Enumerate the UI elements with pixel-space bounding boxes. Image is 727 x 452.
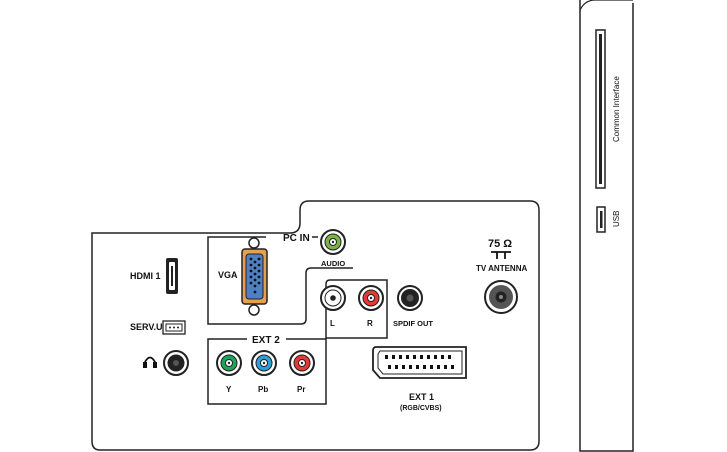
ext2-group-box [207,338,327,405]
audio-l-jack[interactable] [320,285,346,311]
component-y-jack[interactable] [216,350,242,376]
headphone-icon [143,356,157,368]
side-panel-outline [579,0,634,452]
pc-audio-jack[interactable] [320,229,346,255]
l-label: L [330,319,335,328]
ext1-sub-label: (RGB/CVBS) [400,405,442,412]
spdif-out-jack[interactable] [397,285,423,311]
back-panel-outline [91,200,540,451]
headphone-jack[interactable] [163,350,189,376]
vga-label: VGA [218,270,238,280]
y-label: Y [226,385,232,394]
ext2-label: EXT 2 [252,335,280,346]
ext1-label: EXT 1 [409,392,434,402]
component-pr-jack[interactable] [289,350,315,376]
hdmi1-label: HDMI 1 [130,271,161,281]
pc-in-label: PC IN [283,233,310,244]
common-interface-slot[interactable] [595,29,606,189]
hdmi1-port[interactable] [166,258,178,294]
component-pb-jack[interactable] [251,350,277,376]
pb-label: Pb [258,385,268,394]
vga-port[interactable] [241,237,268,316]
coax-symbol-icon [491,251,511,259]
tv-antenna-port[interactable] [484,280,518,314]
common-interface-label: Common Interface [612,76,621,142]
audio-r-jack[interactable] [358,285,384,311]
audio-label: AUDIO [321,259,345,268]
spdif-out-label: SPDIF OUT [393,319,433,328]
usb-port[interactable] [596,206,606,233]
pr-label: Pr [297,385,305,394]
serv-u-port[interactable] [162,320,186,335]
pc-in-group-box [207,236,353,325]
audio-lr-group-box [325,279,388,339]
ohm-label: 75 Ω [488,238,512,250]
usb-label: USB [612,211,621,227]
r-label: R [367,319,373,328]
serv-u-label: SERV.U [130,322,163,332]
tv-antenna-label: TV ANTENNA [476,264,527,273]
ext1-scart-port[interactable] [372,346,467,379]
